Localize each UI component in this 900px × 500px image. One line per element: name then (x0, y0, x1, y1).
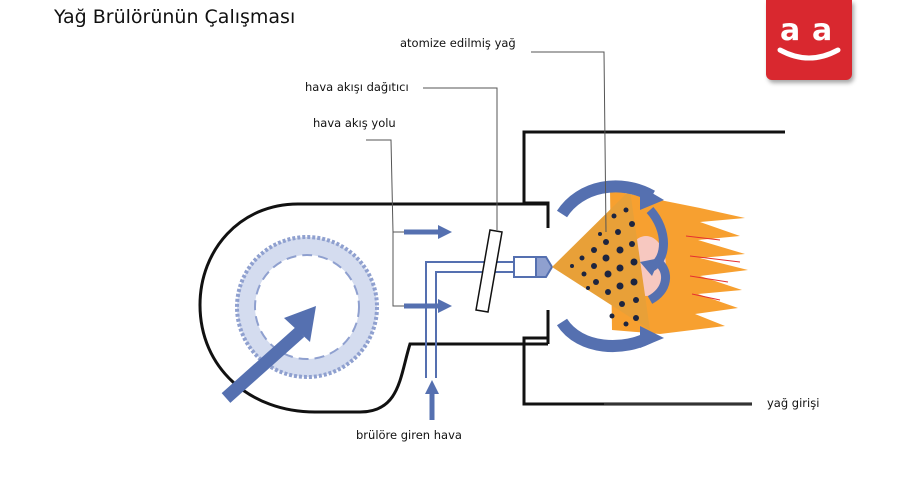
svg-text:a: a (780, 13, 800, 48)
leader-lines (366, 51, 752, 405)
oil-droplet (615, 229, 621, 235)
oil-droplet (591, 263, 597, 269)
oil-droplet (603, 239, 609, 245)
air-flow-distributor-plate (475, 229, 503, 313)
air-entering-arrow (425, 380, 439, 420)
oil-droplet (630, 278, 638, 286)
oil-droplet (623, 321, 629, 327)
oil-droplet (604, 270, 612, 278)
oil-droplet (633, 297, 639, 303)
fan-wheel (235, 235, 379, 379)
oil-droplet (616, 264, 624, 272)
oil-droplet (593, 279, 599, 285)
brand-logo: a a (766, 0, 852, 80)
oil-droplet (633, 315, 639, 321)
burner-housing-outline (198, 202, 548, 414)
oil-droplet (602, 254, 610, 262)
nozzle (513, 256, 554, 278)
oil-droplet (619, 301, 625, 307)
oil-droplet (629, 241, 635, 247)
oil-droplet (570, 264, 574, 268)
fan-intake-arrow (221, 327, 305, 403)
swirl-arrow-center (640, 206, 670, 304)
label-atomized-oil: atomize edilmiş yağ (400, 36, 516, 50)
oil-droplet (591, 247, 597, 253)
fan-intake-arrowhead (284, 306, 316, 342)
oil-droplet (616, 282, 624, 290)
oil-droplet (609, 313, 615, 319)
oil-droplet (581, 271, 587, 277)
swirl-arrow-bottom (556, 318, 664, 352)
air-flow-arrow-upper (404, 225, 452, 239)
oil-droplet (623, 207, 629, 213)
oil-droplet (611, 213, 617, 219)
swirl-arrow-top (556, 180, 664, 218)
svg-text:a: a (812, 13, 832, 48)
oil-droplet (598, 232, 602, 236)
oil-droplet (616, 246, 624, 254)
oil-droplet (629, 221, 635, 227)
oil-droplet (605, 289, 611, 295)
label-oil-inlet: yağ girişi (767, 396, 820, 410)
logo-glyph-icon: a a (777, 13, 841, 61)
atomized-oil-cone (552, 190, 650, 330)
label-air-entering-burner: brülöre giren hava (356, 428, 462, 442)
oil-supply-line (425, 261, 514, 378)
oil-droplet (579, 255, 585, 261)
label-air-flow-path: hava akış yolu (313, 116, 396, 130)
oil-droplet (586, 286, 590, 290)
oil-droplet (630, 258, 638, 266)
air-flow-arrow-lower (404, 299, 452, 313)
label-air-flow-distributor: hava akışı dağıtıcı (305, 80, 409, 94)
page-title: Yağ Brülörünün Çalışması (54, 6, 296, 28)
